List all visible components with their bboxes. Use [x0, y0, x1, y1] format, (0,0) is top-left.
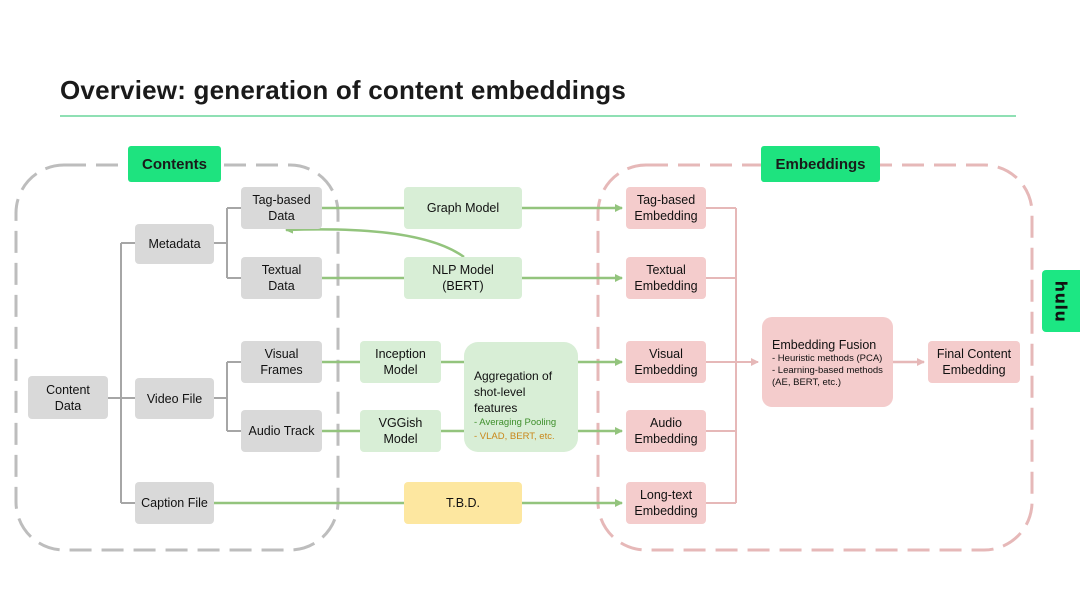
inception-model-node: Inception Model: [360, 341, 441, 383]
nlp-model-node: NLP Model (BERT): [404, 257, 522, 299]
vggish-model-node: VGGish Model: [360, 410, 441, 452]
title-underline: [60, 115, 1016, 117]
textual-embedding-node: Textual Embedding: [626, 257, 706, 299]
tree-connectors: [108, 207, 241, 504]
aggregation-method-averaging: - Averaging Pooling: [474, 417, 557, 428]
fusion-learning-line: - Learning-based methods: [772, 365, 883, 376]
embeddings-section-label: Embeddings: [761, 146, 880, 182]
embedding-fusion-node: Embedding Fusion - Heuristic methods (PC…: [762, 317, 893, 407]
contents-section-label: Contents: [128, 146, 221, 182]
fusion-heuristic-line: - Heuristic methods (PCA): [772, 353, 883, 364]
tag-based-embedding-node: Tag-based Embedding: [626, 187, 706, 229]
caption-file-node: Caption File: [135, 482, 214, 524]
textual-data-node: Textual Data: [241, 257, 322, 299]
aggregation-method-vlad: - VLAD, BERT, etc.: [474, 431, 555, 442]
audio-track-node: Audio Track: [241, 410, 322, 452]
fusion-connectors: [706, 207, 925, 504]
fusion-title: Embedding Fusion: [772, 338, 877, 352]
visual-frames-node: Visual Frames: [241, 341, 322, 383]
aggregation-title: Aggregation of shot-level features: [474, 369, 553, 415]
audio-embedding-node: Audio Embedding: [626, 410, 706, 452]
hulu-logo: hulu: [1042, 270, 1080, 332]
aggregation-node: Aggregation of shot-level features - Ave…: [464, 342, 578, 452]
final-content-embedding-node: Final Content Embedding: [928, 341, 1020, 383]
video-file-node: Video File: [135, 378, 214, 419]
tbd-model-node: T.B.D.: [404, 482, 522, 524]
fusion-learning-examples-line: (AE, BERT, etc.): [772, 377, 841, 388]
page-title: Overview: generation of content embeddin…: [60, 75, 627, 105]
metadata-node: Metadata: [135, 224, 214, 264]
graph-model-node: Graph Model: [404, 187, 522, 229]
flow-arrows: [214, 204, 623, 507]
hulu-logo-text: hulu: [1051, 280, 1071, 322]
visual-embedding-node: Visual Embedding: [626, 341, 706, 383]
long-text-embedding-node: Long-text Embedding: [626, 482, 706, 524]
tag-based-data-node: Tag-based Data: [241, 187, 322, 229]
content-data-node: Content Data: [28, 376, 108, 419]
